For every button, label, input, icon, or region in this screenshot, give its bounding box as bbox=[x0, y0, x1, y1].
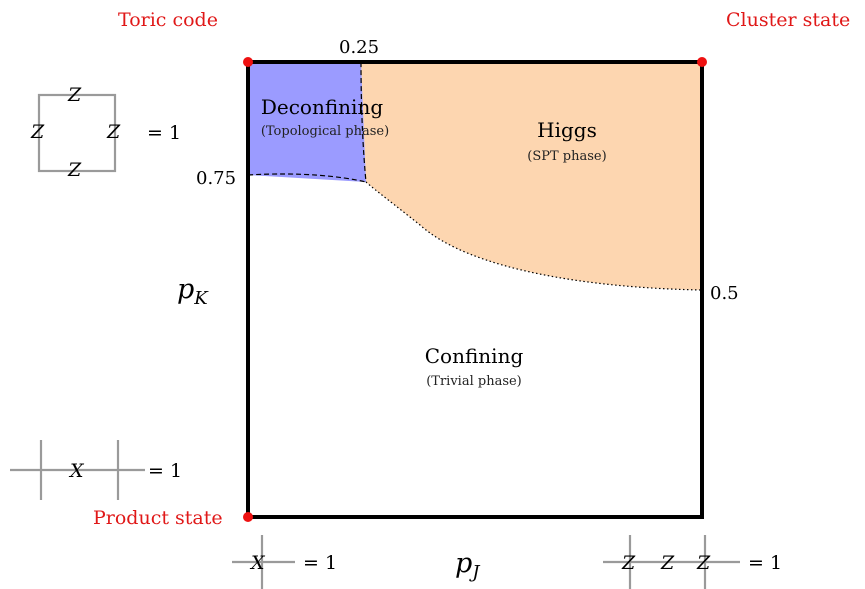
edge-op-x: X bbox=[68, 460, 85, 482]
product-stabilizer: X = 1 bbox=[232, 535, 337, 589]
boundary-higgs-confining bbox=[365, 181, 703, 291]
phase-deconfining-sub: (Topological phase) bbox=[261, 124, 389, 139]
axis-label-y: pK bbox=[177, 274, 209, 309]
boundary-deconfining-confining bbox=[247, 173, 367, 183]
axis-label-x: pJ bbox=[455, 548, 481, 583]
edge-eq: = 1 bbox=[148, 460, 182, 482]
plaquette-eq: = 1 bbox=[147, 122, 181, 144]
product-eq: = 1 bbox=[303, 552, 337, 574]
diagram-frame bbox=[246, 60, 704, 519]
plaquette-op-left: Z bbox=[30, 121, 45, 143]
phase-confining-name: Confining bbox=[425, 344, 524, 368]
corner-dot-bottom-left bbox=[243, 512, 253, 522]
phase-higgs-sub: (SPT phase) bbox=[527, 149, 606, 164]
cluster-op-1: Z bbox=[621, 552, 636, 574]
corner-label-cluster-state: Cluster state bbox=[726, 9, 850, 31]
phase-deconfining-name: Deconfining bbox=[261, 95, 383, 119]
cluster-op-3: Z bbox=[696, 552, 711, 574]
corner-dot-top-left bbox=[243, 57, 253, 67]
value-left: 0.75 bbox=[196, 168, 236, 189]
phase-confining-sub: (Trivial phase) bbox=[426, 374, 522, 389]
corner-dot-top-right bbox=[697, 57, 707, 67]
corner-label-toric-code: Toric code bbox=[118, 9, 218, 31]
plaquette-stabilizer: Z Z Z Z = 1 bbox=[30, 84, 181, 181]
higgs-region bbox=[361, 62, 702, 290]
plaquette-op-bottom: Z bbox=[67, 159, 82, 181]
value-right: 0.5 bbox=[710, 283, 739, 304]
cluster-eq: = 1 bbox=[748, 552, 782, 574]
product-op-x: X bbox=[249, 552, 266, 574]
corner-label-product-state: Product state bbox=[93, 507, 223, 529]
cluster-op-2: Z bbox=[660, 552, 675, 574]
cluster-stabilizer: Z Z Z = 1 bbox=[603, 535, 782, 589]
plaquette-op-right: Z bbox=[106, 121, 121, 143]
deconfining-region bbox=[248, 62, 366, 182]
value-top: 0.25 bbox=[339, 37, 379, 58]
phase-higgs-name: Higgs bbox=[537, 118, 597, 142]
boundary-deconfining-higgs bbox=[360, 61, 367, 183]
edge-stabilizer: X = 1 bbox=[10, 440, 182, 500]
plaquette-op-top: Z bbox=[67, 84, 82, 106]
